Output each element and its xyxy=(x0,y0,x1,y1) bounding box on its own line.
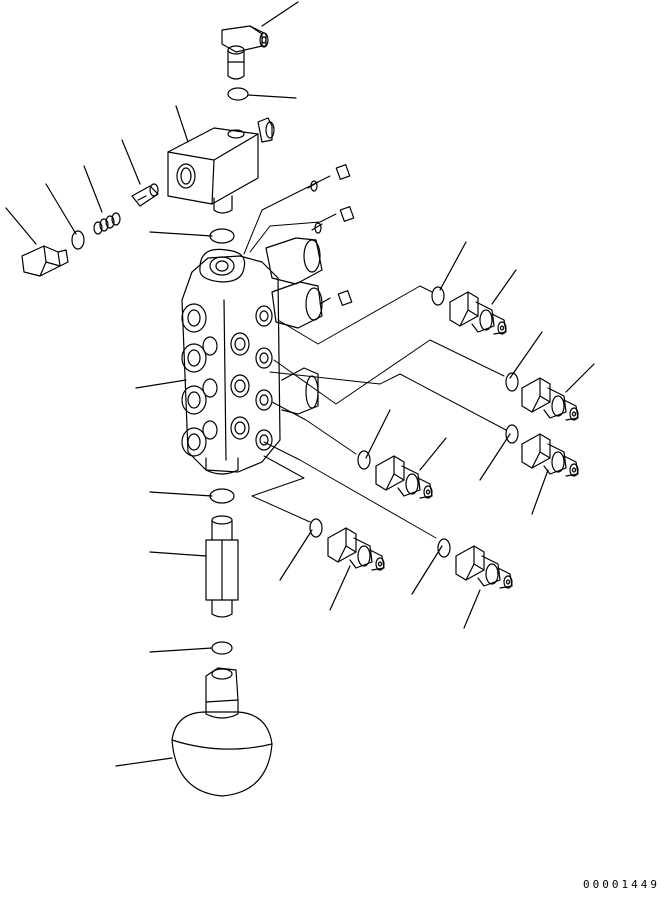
accumulator-icon xyxy=(172,668,272,796)
manifold-icon xyxy=(182,249,280,474)
o-ring-icon xyxy=(506,373,518,391)
check-valve-icon xyxy=(328,528,384,570)
nipple-icon xyxy=(206,516,238,617)
o-ring-icon xyxy=(210,229,234,243)
o-ring-icon xyxy=(358,451,370,469)
o-ring-icon xyxy=(310,519,322,537)
o-ring-icon xyxy=(506,425,518,443)
check-valve-icon xyxy=(376,456,432,498)
check-valve-icon xyxy=(450,292,506,334)
drawing-id-number: 00001449 xyxy=(583,878,660,891)
check-valve-icon xyxy=(456,546,512,588)
o-ring-icon xyxy=(438,539,450,557)
o-ring-icon xyxy=(212,642,232,654)
check-valve-icon xyxy=(132,184,158,206)
check-valve-icon xyxy=(522,434,578,476)
valve-block-icon xyxy=(168,118,274,213)
leader-lines xyxy=(6,2,594,766)
elbow-fitting-icon xyxy=(222,26,268,79)
connection-lines xyxy=(244,176,506,538)
spring-icon xyxy=(94,213,120,234)
check-valve-icon xyxy=(522,378,578,420)
solenoid-icon xyxy=(266,165,354,414)
plug-icon xyxy=(22,246,68,276)
o-ring-icon xyxy=(210,489,234,503)
o-ring-icon xyxy=(228,88,248,100)
o-ring-icon xyxy=(432,287,444,305)
o-ring-icon xyxy=(72,231,84,249)
